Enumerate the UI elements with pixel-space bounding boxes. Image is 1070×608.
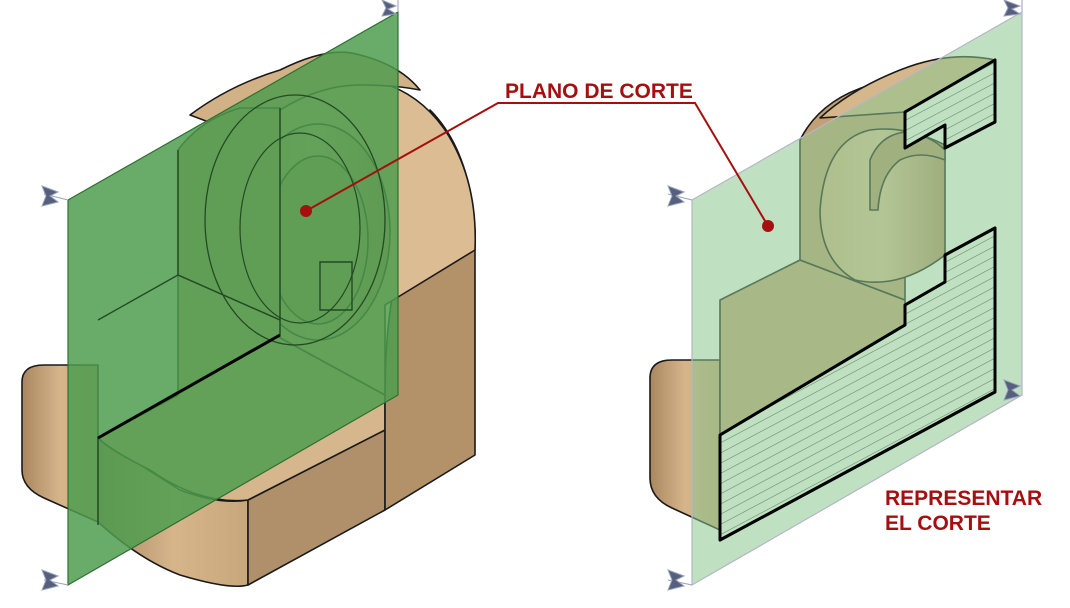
leader-left — [305, 102, 769, 227]
view-direction-arrow-icon — [41, 569, 60, 591]
bore-seen-through-inner — [239, 132, 361, 324]
bore-seen-through — [204, 94, 386, 346]
view-direction-arrow-icon — [1003, 0, 1022, 17]
leader-dot-left — [300, 205, 312, 217]
leader-dot-right — [762, 220, 774, 232]
section-outline — [718, 58, 997, 542]
right-sectioned-part — [649, 10, 1023, 587]
view-direction-arrow-icon — [1003, 379, 1022, 401]
label-represent-line1: REPRESENTAR — [885, 487, 1042, 510]
view-direction-arrow-icon — [667, 569, 686, 591]
right-plane-arrows — [667, 0, 1023, 591]
left-full-part — [21, 10, 477, 588]
view-direction-arrow-icon — [41, 185, 60, 207]
section-thick-edge — [97, 333, 281, 440]
cutting-plane-translucent — [691, 10, 1023, 587]
leader-lines — [305, 102, 769, 227]
view-direction-arrow-icon — [667, 185, 686, 207]
label-represent-line2: EL CORTE — [885, 512, 991, 535]
left-plane-arrows — [41, 0, 399, 591]
label-cutting-plane: PLANO DE CORTE — [505, 80, 693, 103]
view-direction-arrow-icon — [381, 0, 398, 17]
